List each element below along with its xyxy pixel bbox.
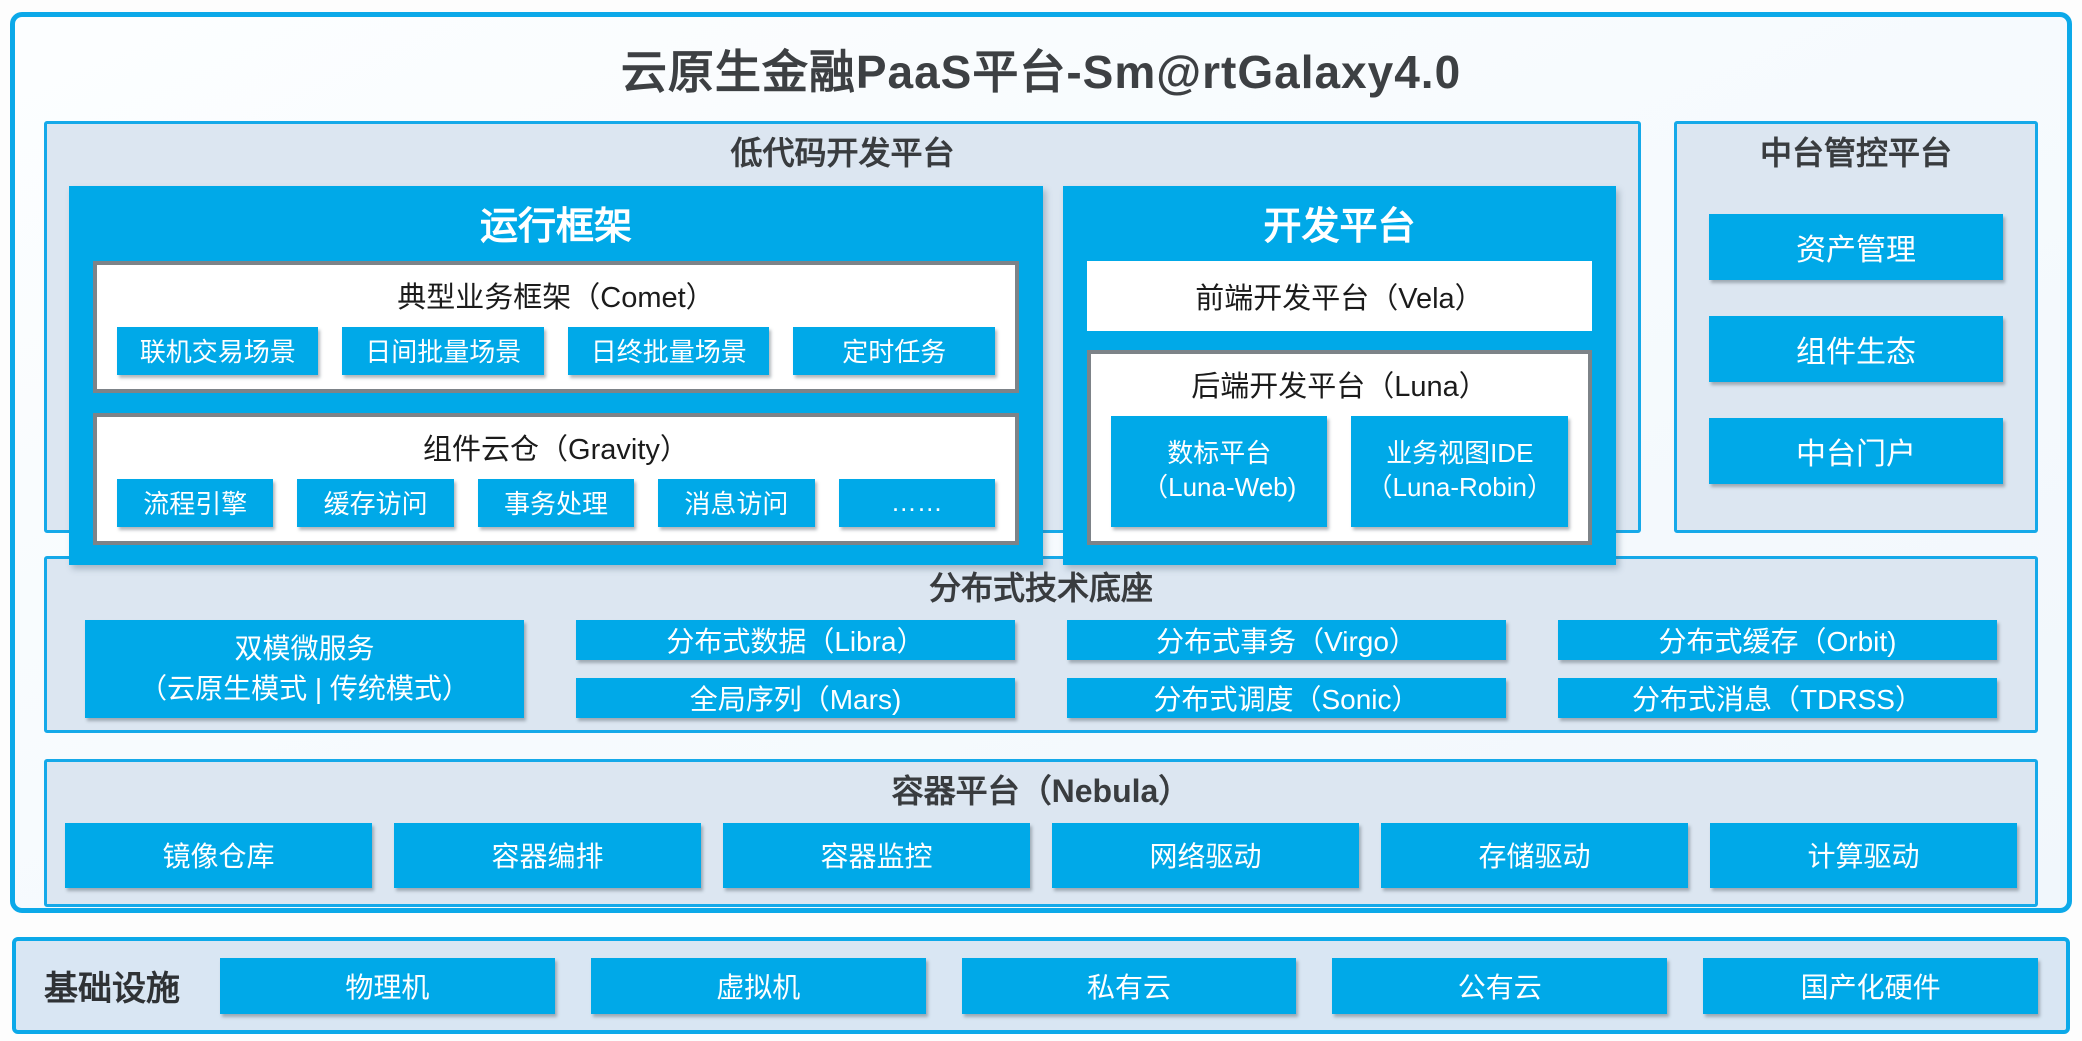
frontend-vela-box: 前端开发平台（Vela） [1086,260,1592,331]
dev-platform-header: 开发平台 [1263,205,1416,248]
box-distributed-message-tdrss: 分布式消息（TDRSS） [1558,677,1997,718]
box-scheduled-task: 定时任务 [793,326,995,375]
infrastructure-label: 基础设施 [44,970,180,1008]
container-platform-header: 容器平台（Nebula） [891,773,1191,809]
infrastructure-section: 基础设施 物理机 虚拟机 私有云 公有云 国产化硬件 [12,937,2070,1034]
backend-luna-title: 后端开发平台（Luna） [1191,370,1488,403]
box-physical-machine: 物理机 [220,957,555,1014]
low-code-platform-section: 低代码开发平台 运行框架 典型业务框架（Comet） 联机交易场景 日间批量场景… [44,121,1641,565]
box-asset-management: 资产管理 [1709,214,2003,281]
box-private-cloud: 私有云 [961,957,1297,1014]
container-platform-section: 容器平台（Nebula） 镜像仓库 容器编排 容器监控 网络驱动 存储驱动 计算… [44,759,2038,907]
box-mid-platform-portal: 中台门户 [1709,418,2003,485]
box-image-registry: 镜像仓库 [65,822,372,888]
box-distributed-cache-orbit: 分布式缓存（Orbit) [1558,619,1997,660]
box-message-access: 消息访问 [658,478,815,527]
box-luna-web: 数标平台 （Luna-Web) [1110,415,1328,527]
box-eod-batch: 日终批量场景 [567,326,770,375]
box-container-orchestration: 容器编排 [394,822,701,888]
low-code-platform-header: 低代码开发平台 [730,135,955,171]
box-online-transaction: 联机交易场景 [117,326,319,375]
box-luna-robin: 业务视图IDE （Luna-Robin） [1351,415,1568,527]
box-distributed-transaction-virgo: 分布式事务（Virgo） [1067,619,1506,660]
luna-robin-code: （Luna-Robin） [1366,472,1553,503]
backend-luna-box: 后端开发平台（Luna） 数标平台 （Luna-Web) 业务视图IDE （Lu… [1086,349,1592,545]
box-public-cloud: 公有云 [1332,957,1668,1014]
gravity-warehouse-box: 组件云仓（Gravity） 流程引擎 缓存访问 事务处理 消息访问 …… [93,412,1019,545]
distributed-tech-base-header: 分布式技术底座 [928,570,1153,606]
main-architecture-panel: 云原生金融PaaS平台-Sm@rtGalaxy4.0 低代码开发平台 运行框架 … [10,12,2072,913]
comet-framework-box: 典型业务框架（Comet） 联机交易场景 日间批量场景 日终批量场景 定时任务 [93,260,1019,393]
dual-mode-name: 双模微服务 [234,633,375,665]
box-container-monitoring: 容器监控 [723,822,1030,888]
box-transaction-processing: 事务处理 [477,478,635,527]
runtime-framework-header: 运行框架 [479,205,632,248]
box-distributed-data-libra: 分布式数据（Libra） [576,619,1015,660]
box-cache-access: 缓存访问 [297,478,454,527]
gravity-warehouse-title: 组件云仓（Gravity） [423,433,689,466]
box-dual-mode-microservices: 双模微服务 （云原生模式 | 传统模式） [85,619,524,718]
mid-platform-section: 中台管控平台 资产管理 组件生态 中台门户 [1674,121,2038,533]
runtime-framework-panel: 运行框架 典型业务框架（Comet） 联机交易场景 日间批量场景 日终批量场景 … [69,185,1043,565]
luna-web-code: （Luna-Web) [1142,472,1297,503]
page-title: 云原生金融PaaS平台-Sm@rtGalaxy4.0 [620,46,1462,98]
box-global-sequence-mars: 全局序列（Mars) [576,677,1015,718]
box-process-engine: 流程引擎 [117,478,274,527]
distributed-tech-base-section: 分布式技术底座 双模微服务 （云原生模式 | 传统模式） 分布式数据（Libra… [44,556,2038,733]
box-ellipsis-more: …… [838,478,995,527]
box-distributed-scheduling-sonic: 分布式调度（Sonic） [1067,677,1506,718]
box-compute-driver: 计算驱动 [1710,822,2017,888]
mid-platform-header: 中台管控平台 [1759,135,1952,171]
dual-mode-detail: （云原生模式 | 传统模式） [139,672,470,704]
comet-framework-title: 典型业务框架（Comet） [397,281,715,314]
luna-robin-name: 业务视图IDE [1386,438,1534,469]
luna-web-name: 数标平台 [1167,438,1272,469]
box-network-driver: 网络驱动 [1052,822,1359,888]
box-storage-driver: 存储驱动 [1381,822,1688,888]
box-component-ecosystem: 组件生态 [1709,316,2003,383]
dev-platform-panel: 开发平台 前端开发平台（Vela） 后端开发平台（Luna） 数标平台 （Lun… [1062,185,1616,565]
box-domestic-hardware: 国产化硬件 [1703,957,2038,1014]
box-daytime-batch: 日间批量场景 [342,326,544,375]
box-virtual-machine: 虚拟机 [590,957,926,1014]
